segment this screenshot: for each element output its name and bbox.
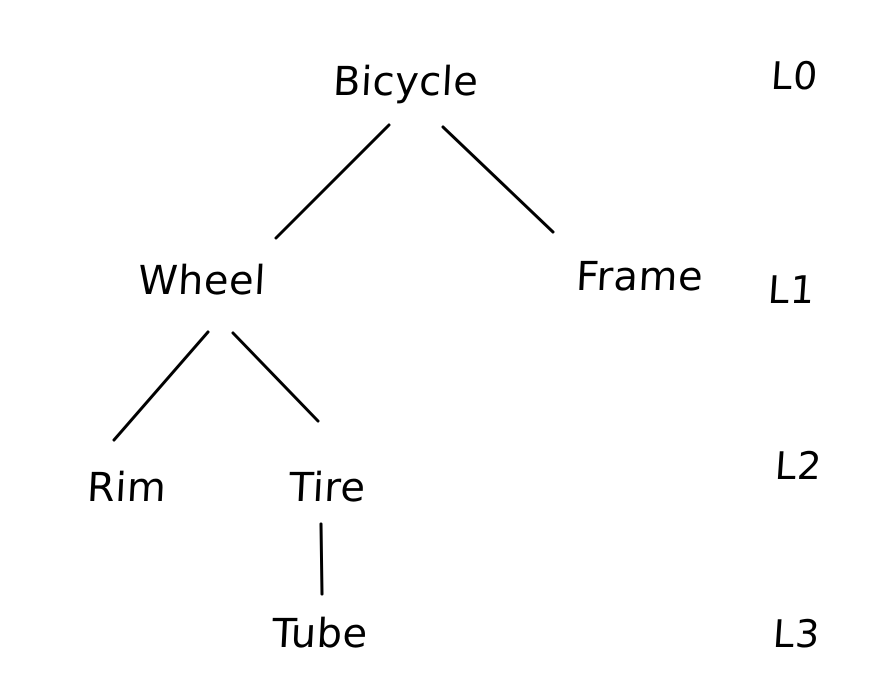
node-bicycle[interactable]: Bicycle bbox=[332, 59, 480, 105]
edge-wheel-to-tire bbox=[231, 331, 320, 423]
node-tube[interactable]: Tube bbox=[270, 611, 370, 657]
level-label-l0: L0 bbox=[769, 54, 820, 98]
node-wheel[interactable]: Wheel bbox=[136, 258, 268, 304]
tree-edges bbox=[112, 123, 555, 596]
level-label-l1: L1 bbox=[766, 268, 817, 312]
node-tire[interactable]: Tire bbox=[287, 465, 367, 511]
level-label-l3: L3 bbox=[771, 612, 822, 656]
node-frame[interactable]: Frame bbox=[575, 254, 705, 300]
node-rim[interactable]: Rim bbox=[86, 465, 168, 511]
edge-tire-to-tube bbox=[319, 522, 324, 596]
edge-bicycle-to-wheel bbox=[274, 123, 391, 240]
level-label-l2: L2 bbox=[773, 444, 824, 488]
edge-wheel-to-rim bbox=[112, 330, 210, 442]
edge-bicycle-to-frame bbox=[441, 125, 555, 234]
